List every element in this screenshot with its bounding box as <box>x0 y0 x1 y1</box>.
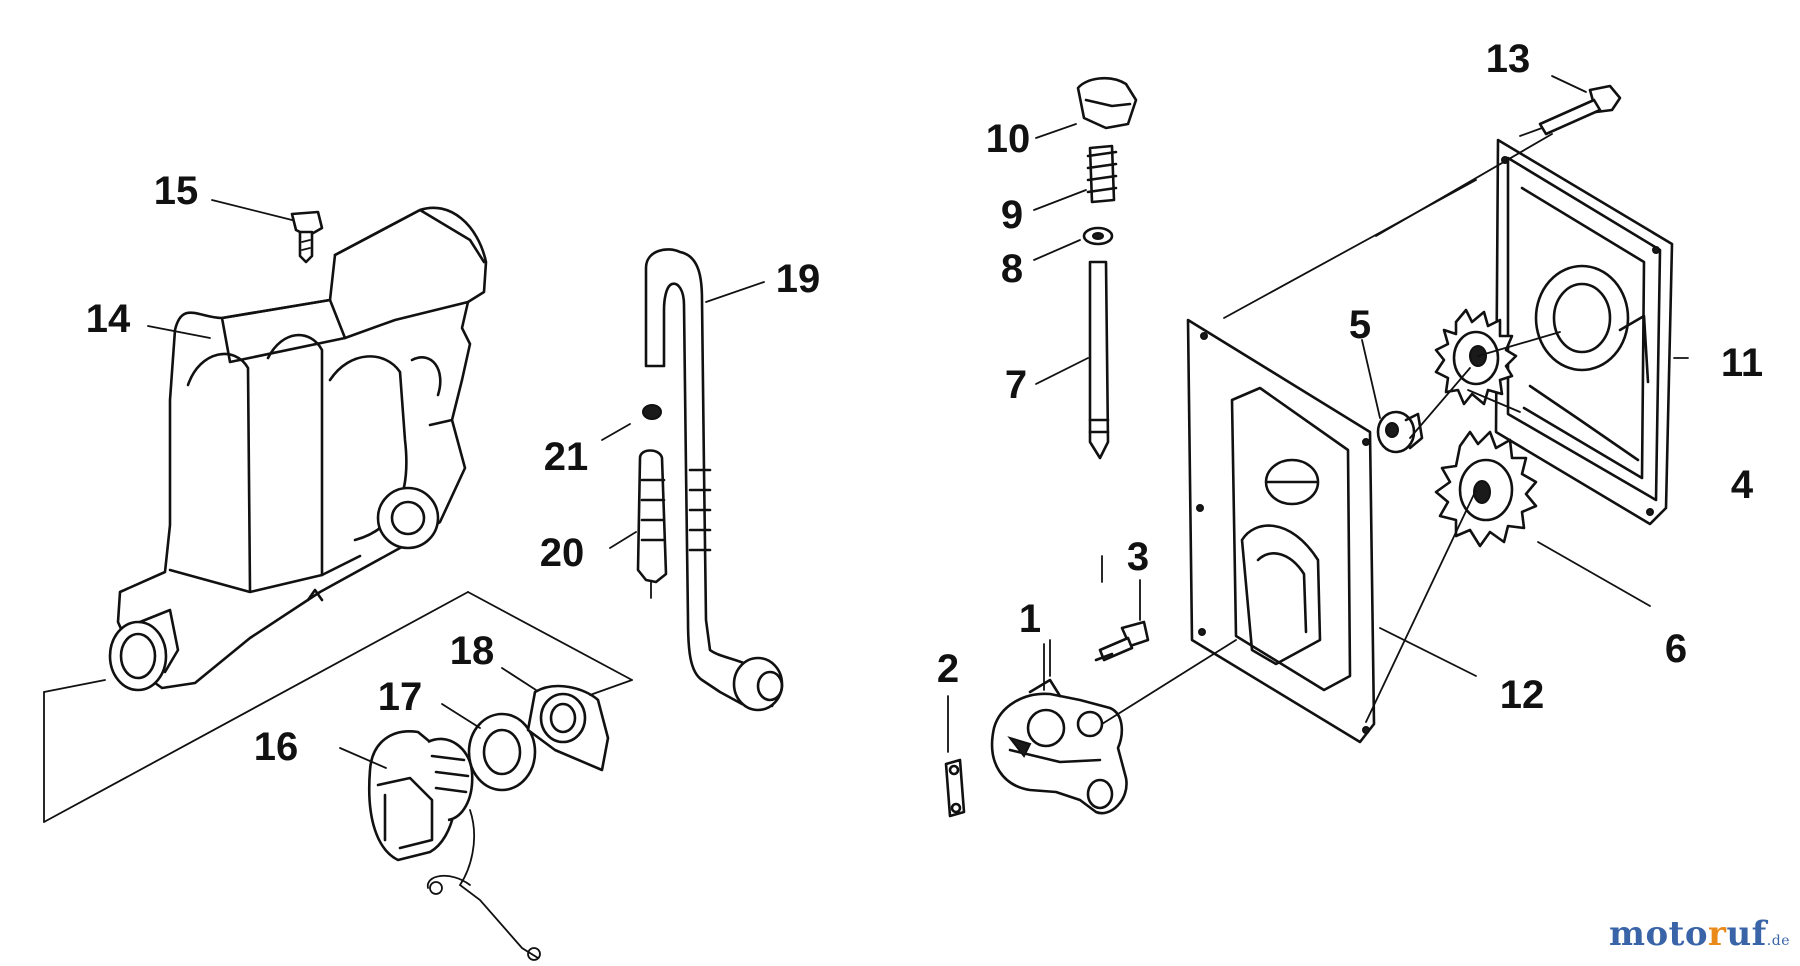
logo-text-3: uf <box>1726 914 1767 954</box>
label-part-10: 10 <box>986 117 1031 161</box>
label-part-1: 1 <box>1019 597 1041 641</box>
label-part-8: 8 <box>1001 247 1023 291</box>
part-2-link <box>944 758 966 818</box>
label-part-18: 18 <box>450 629 495 673</box>
part-16-cap <box>367 730 541 961</box>
assembly-alignment-lines <box>947 133 1561 753</box>
part-20-oil-filter <box>636 449 668 599</box>
label-part-12: 12 <box>1500 673 1545 717</box>
label-part-6: 6 <box>1665 627 1687 671</box>
part-18-seal-plate <box>526 684 610 772</box>
assembly-bracket-lines <box>43 591 633 823</box>
label-part-2: 2 <box>937 647 959 691</box>
logo-domain-suffix: .de <box>1766 933 1790 949</box>
label-part-5: 5 <box>1349 303 1371 347</box>
label-part-20: 20 <box>540 531 585 575</box>
label-part-9: 9 <box>1001 193 1023 237</box>
part-8-washer <box>1082 226 1114 246</box>
logo-text-2: r <box>1708 914 1727 954</box>
part-1-pump-body <box>990 678 1128 815</box>
motoruf-logo: motoruf.de <box>1609 914 1790 954</box>
part-21-small-fitting <box>642 404 662 420</box>
label-part-7: 7 <box>1005 363 1027 407</box>
label-part-16: 16 <box>254 725 299 769</box>
label-part-17: 17 <box>378 675 423 719</box>
label-part-21: 21 <box>544 435 589 479</box>
label-part-13: 13 <box>1486 37 1531 81</box>
label-part-4: 4 <box>1731 463 1754 507</box>
part-17-seal-ring <box>467 712 537 792</box>
part-19-oil-hose <box>644 248 784 712</box>
part-7-rod <box>1088 260 1110 460</box>
leader-lines <box>147 75 1689 769</box>
part-11-cover-plate <box>1494 138 1674 526</box>
part-number-labels: 1 2 3 4 5 6 7 8 9 10 11 12 13 14 15 16 1… <box>86 37 1763 769</box>
label-part-15: 15 <box>154 169 199 213</box>
label-part-11: 11 <box>1721 341 1763 385</box>
label-part-3: 3 <box>1127 535 1149 579</box>
part-14-housing <box>108 206 488 692</box>
part-4-gear <box>1434 308 1518 406</box>
part-3-screw <box>1094 620 1150 662</box>
part-10-cap <box>1076 76 1138 130</box>
logo-text-1: moto <box>1608 914 1709 954</box>
part-9-spring <box>1086 144 1118 204</box>
label-part-19: 19 <box>776 257 821 301</box>
label-part-14: 14 <box>86 297 131 341</box>
part-6-gear <box>1434 430 1538 548</box>
part-13-bolt <box>1519 84 1622 137</box>
part-12-gasket-plate <box>1186 318 1376 744</box>
part-15-screw <box>290 210 324 264</box>
